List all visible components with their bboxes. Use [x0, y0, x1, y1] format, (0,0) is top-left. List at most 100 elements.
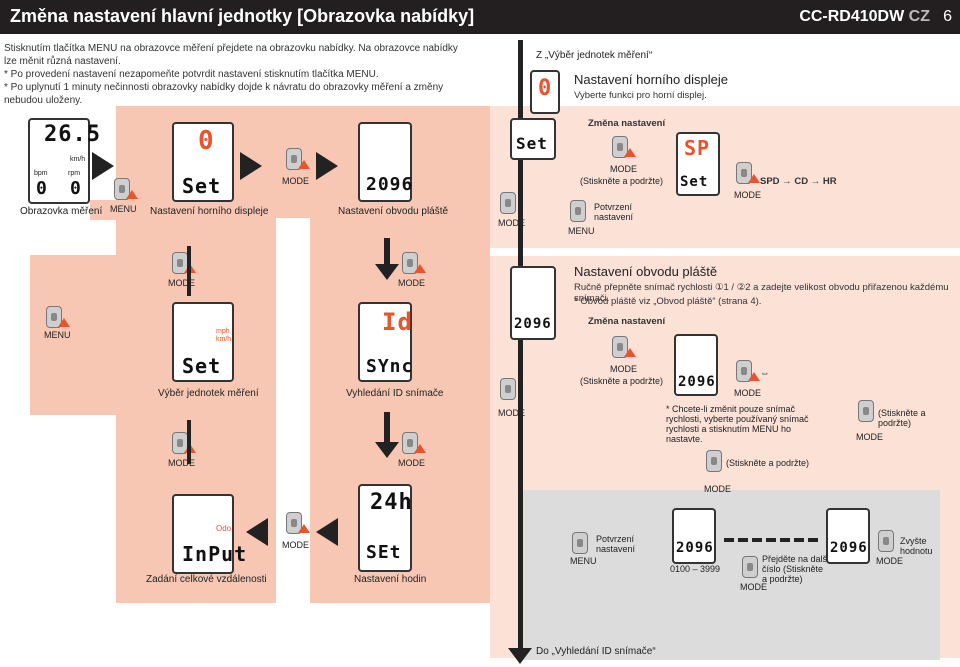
circ-lcd-3: 2096	[672, 508, 716, 564]
measure-lcd: 26.5 km/h bpm rpm 0 0	[28, 118, 100, 204]
cycle-hr: HR	[822, 176, 837, 187]
kmh-unit: km/h	[70, 156, 86, 163]
speed-digits: 26.5	[44, 122, 101, 147]
press-indicator-icon	[414, 444, 426, 453]
cycle-sequence: SPD → CD → HR	[760, 176, 837, 187]
confirm-label: Potvrzení nastavení	[594, 202, 634, 222]
circ-lcd-4: 2096	[826, 508, 870, 564]
input-text: InPut	[182, 542, 248, 566]
sync-text: SYnc	[366, 356, 414, 377]
mode-button[interactable]	[878, 530, 894, 552]
circumference-label: Nastavení obvodu pláště	[338, 206, 449, 217]
menu-button-label: MENU	[570, 556, 597, 566]
menu-button[interactable]	[570, 200, 586, 222]
menu-button[interactable]	[572, 532, 588, 554]
press-indicator-icon	[624, 348, 636, 357]
press-hold-label: (Stiskněte a podržte)	[726, 458, 810, 468]
sp-lcd: SP Set	[676, 132, 720, 196]
press-indicator-icon	[126, 190, 138, 199]
model-name: CC-RD410DW CZ	[799, 8, 930, 26]
circumference-lcd: 2096	[358, 122, 412, 202]
odo-label-small: Odo	[216, 524, 232, 533]
mode-button-label: MODE	[610, 164, 637, 174]
upper-display-label: Nastavení horního displeje	[150, 206, 269, 217]
set-text: Set	[680, 174, 709, 190]
mode-button-label: MODE	[734, 190, 761, 200]
mode-button[interactable]	[500, 378, 516, 400]
mode-button-label: MODE	[856, 432, 883, 442]
clock-label: Nastavení hodin	[354, 574, 427, 585]
arrow-down-icon	[508, 648, 532, 664]
circ-title: Nastavení obvodu pláště	[574, 264, 718, 279]
menu-button-label: MENU	[110, 204, 137, 214]
mode-button-label: MODE	[282, 540, 309, 550]
from-units-label: Z „Výběr jednotek měření“	[536, 50, 653, 61]
page-title: Změna nastavení hlavní jednotky [Obrazov…	[10, 6, 475, 26]
arrow-down-icon	[375, 442, 399, 458]
mode-button-label: MODE	[498, 408, 525, 418]
units-lcd: mph km/h Set	[172, 302, 234, 382]
arrow-down-shaft	[384, 412, 390, 442]
press-indicator-icon	[624, 148, 636, 157]
menu-return-band	[30, 255, 116, 415]
menu-band-link	[90, 200, 116, 220]
circ-lcd: 2096	[510, 266, 556, 340]
circ-lcd-2: 2096	[674, 334, 718, 396]
circ-digits: 2096	[514, 316, 552, 332]
odo-lcd: Odo InPut	[172, 494, 246, 574]
arrow-left-icon	[246, 518, 268, 546]
upper-subtitle: Vyberte funkci pro horní displej.	[574, 90, 707, 101]
cycle-spd: SPD	[760, 176, 780, 187]
sp-text: SP	[684, 136, 711, 160]
circ-digits: 2096	[366, 174, 414, 195]
change-setting-label: Změna nastavení	[588, 118, 666, 129]
mode-button-label: MODE	[282, 176, 309, 186]
mode-button[interactable]	[500, 192, 516, 214]
kmh-label: km/h	[216, 336, 232, 343]
sensor-id-label: Vyhledání ID snímače	[346, 388, 444, 399]
bpm-label: bpm	[34, 170, 48, 177]
set-lcd: Set	[510, 118, 556, 160]
h24-text: 24h	[370, 490, 413, 515]
mode-button-label: MODE	[876, 556, 903, 566]
units-label: Výběr jednotek měření	[158, 388, 259, 399]
upper-title: Nastavení horního displeje	[574, 72, 728, 87]
menu-button-label: MENU	[44, 330, 71, 340]
range-label: 0100 – 3999	[670, 564, 721, 574]
mode-button-label: MODE	[740, 582, 767, 592]
flow-line	[518, 40, 523, 652]
arrow-right-icon	[316, 152, 338, 180]
mode-button-label: MODE	[610, 364, 637, 374]
confirm-label: Potvrzení nastavení	[596, 534, 636, 554]
circ-digits: 2096	[676, 540, 714, 556]
header-bar: Změna nastavení hlavní jednotky [Obrazov…	[0, 0, 960, 34]
arrow-right-icon	[92, 152, 114, 180]
press-indicator-icon	[748, 372, 760, 381]
zero-digit: 0	[198, 126, 215, 156]
note-1: Stisknutím tlačítka MENU na obrazovce mě…	[4, 43, 458, 67]
mode-button-label: MODE	[498, 218, 525, 228]
sensor-note: * Chcete-li změnit pouze snímač rychlost…	[666, 404, 809, 444]
sensor-id-lcd: Id SYnc	[358, 302, 412, 382]
press-indicator-icon	[748, 174, 760, 183]
press-indicator-icon	[298, 160, 310, 169]
mode-button[interactable]	[706, 450, 722, 472]
clock-lcd: 24h SEt	[358, 484, 412, 572]
press-indicator-icon	[58, 318, 70, 327]
mode-button-label: MODE	[734, 388, 761, 398]
arrow-right-icon	[240, 152, 262, 180]
lang-label: CZ	[908, 8, 930, 25]
model-label: CC-RD410DW	[799, 8, 905, 25]
mode-button[interactable]	[858, 400, 874, 422]
set2-text: SEt	[366, 542, 402, 563]
id-text: Id	[382, 308, 413, 336]
mode-button[interactable]	[742, 556, 758, 578]
menu-button-label: MENU	[568, 226, 595, 236]
arrow-down-icon	[375, 264, 399, 280]
hr-digit: 0	[36, 178, 48, 199]
page-number: 6	[943, 8, 952, 25]
upper-display-lcd: 0 Set	[172, 122, 234, 202]
press-indicator-icon	[298, 524, 310, 533]
press-hold-label: (Stiskněte a podržte)	[878, 408, 926, 428]
mode-button-label: MODE	[398, 278, 425, 288]
